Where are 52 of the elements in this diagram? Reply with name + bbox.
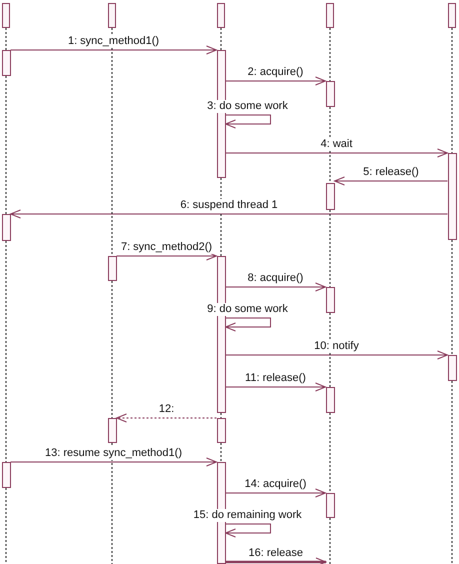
message-arrow bbox=[225, 76, 326, 86]
message-label: 2: acquire() bbox=[246, 66, 304, 79]
message-arrow bbox=[10, 210, 448, 218]
message-arrow bbox=[225, 488, 326, 498]
activation-bar bbox=[326, 81, 334, 107]
activation-bar bbox=[326, 183, 334, 210]
lifeline bbox=[220, 178, 222, 256]
lifeline-head-box bbox=[217, 3, 225, 28]
activation-bar bbox=[108, 418, 116, 443]
lifeline-head-box bbox=[2, 3, 10, 28]
activation-bar bbox=[326, 493, 334, 518]
message-label: 7: sync_method2() bbox=[120, 241, 214, 254]
activation-bar bbox=[108, 256, 116, 281]
lifeline-head-box bbox=[326, 3, 334, 28]
message-label: 6: suspend thread 1 bbox=[179, 199, 279, 212]
message-label: 11: release() bbox=[244, 372, 307, 385]
activation-bar bbox=[216, 418, 226, 443]
activation-bar bbox=[326, 387, 334, 413]
activation-bar bbox=[448, 153, 456, 240]
lifeline bbox=[220, 28, 222, 50]
message-label: 15: do remaining work bbox=[192, 509, 303, 522]
lifeline bbox=[220, 442, 222, 462]
activation-bar bbox=[448, 355, 456, 381]
activation-bar bbox=[326, 287, 334, 313]
message-label: 1: sync_method1() bbox=[66, 35, 160, 48]
message-arrow bbox=[225, 382, 326, 392]
lifeline-head-box bbox=[108, 3, 116, 28]
lifeline-head-box bbox=[448, 3, 456, 28]
self-message-arrow bbox=[225, 318, 271, 332]
message-label: 13: resume sync_method1() bbox=[44, 447, 183, 460]
message-label: 3: do some work bbox=[206, 100, 289, 113]
activation-bar bbox=[2, 462, 10, 488]
self-message-arrow bbox=[225, 524, 271, 538]
self-message-arrow bbox=[225, 114, 271, 128]
message-arrow bbox=[116, 252, 217, 260]
message-label: 8: acquire() bbox=[246, 272, 304, 285]
activation-bar bbox=[2, 214, 10, 241]
message-label: 9: do some work bbox=[206, 303, 289, 316]
return-message-arrow bbox=[116, 414, 217, 422]
message-arrow bbox=[225, 282, 326, 292]
message-arrow bbox=[10, 458, 217, 466]
message-arrow bbox=[334, 176, 448, 186]
message-arrow bbox=[225, 350, 448, 360]
message-label: 14: acquire() bbox=[244, 478, 308, 491]
message-arrow bbox=[225, 148, 448, 158]
message-arrow bbox=[226, 558, 326, 564]
activation-bar bbox=[2, 50, 10, 76]
message-arrow bbox=[10, 46, 217, 54]
message-label: 10: notify bbox=[313, 340, 360, 353]
message-label: 5: release() bbox=[362, 166, 420, 179]
message-label: 4: wait bbox=[320, 138, 354, 151]
lifeline bbox=[220, 412, 222, 418]
